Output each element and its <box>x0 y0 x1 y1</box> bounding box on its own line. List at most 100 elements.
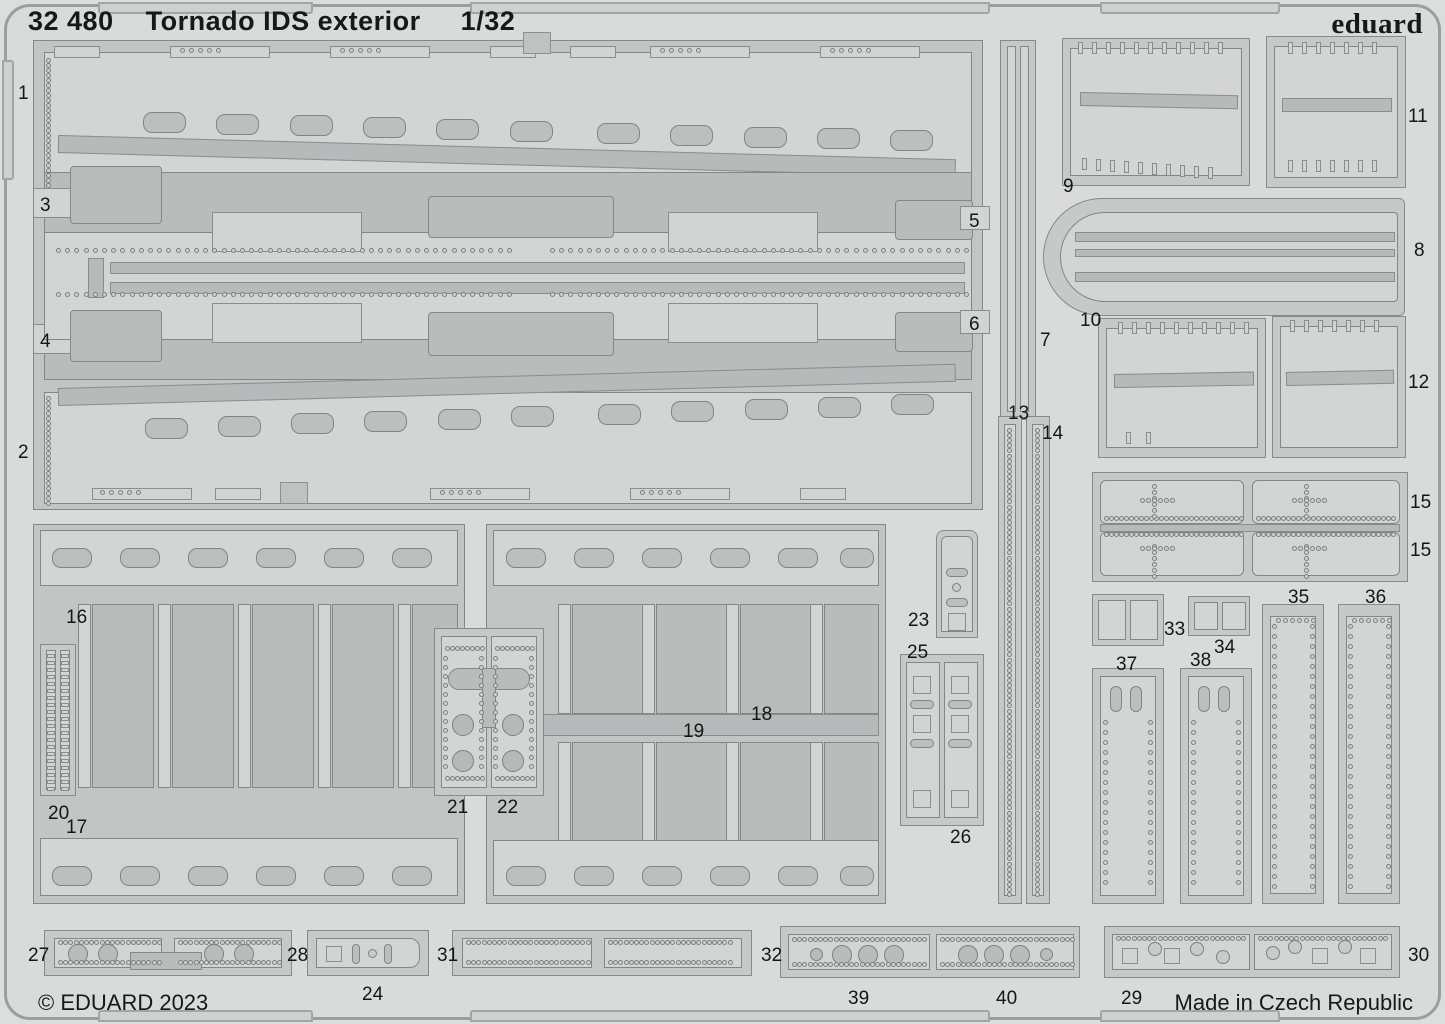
part-13-perforation <box>1007 545 1012 551</box>
part-35-rivet <box>1386 854 1391 859</box>
part-3-rivet <box>138 248 144 253</box>
part-13-perforation <box>1007 519 1012 525</box>
part-3-rivet <box>304 248 310 253</box>
part-27-rivet <box>235 960 241 965</box>
part-13-perforation <box>1007 698 1012 704</box>
part-14-perforation <box>1035 764 1040 770</box>
part-35-rivet <box>1380 618 1385 623</box>
part-2-oval-slot <box>891 394 934 415</box>
part-31-rivet <box>554 960 560 965</box>
part-35-rivet <box>1310 674 1315 679</box>
part-2-edge-tab <box>800 488 846 500</box>
part-27-rivet <box>73 960 79 965</box>
part-21-rivet <box>493 764 498 769</box>
part-1-edge-tab <box>570 46 616 58</box>
frame-notch-left <box>2 60 14 180</box>
part-29-rivet <box>1377 936 1383 941</box>
part-16-hinge <box>318 604 331 788</box>
part-12-panel-right <box>1280 326 1398 448</box>
part-4-rivet <box>120 292 126 297</box>
part-21-rivet <box>479 710 484 715</box>
part-31-rivet <box>518 940 523 945</box>
part-29-rivet <box>1236 870 1241 875</box>
part-35-rivet <box>1348 654 1353 659</box>
edge-tab-rivet <box>180 48 185 53</box>
part-13-perforation <box>1007 871 1012 877</box>
part-14-perforation <box>1035 698 1040 704</box>
part-29-rivet <box>1351 936 1357 941</box>
part-39-rivet <box>906 962 912 967</box>
part-35-rivet <box>1272 664 1277 669</box>
part-31-rivet <box>507 940 513 945</box>
part-15-panel-c <box>1100 532 1244 576</box>
edge-tab-rivet <box>340 48 345 53</box>
part-11-tooth <box>1344 42 1349 54</box>
part-35-rivet <box>1310 814 1315 819</box>
part-3-rivet <box>623 248 629 253</box>
part-2-rivet <box>46 441 51 446</box>
part-31-rivet <box>686 960 691 965</box>
part-3-rivet <box>332 248 337 253</box>
part-3-rivet <box>577 248 583 253</box>
part-35-rivet <box>1290 618 1295 623</box>
part-15-perforation <box>1371 516 1376 521</box>
part-14-perforation <box>1035 443 1040 449</box>
part-3-rivet <box>964 248 969 253</box>
part-27-rivet <box>94 960 100 965</box>
part-21-rivet <box>493 701 498 706</box>
part-35-rivet <box>1348 634 1353 639</box>
part-20-rung <box>61 731 69 735</box>
part-21-rivet <box>530 776 535 781</box>
part-15-perforation <box>1292 498 1297 503</box>
part-21-rivet <box>529 674 534 679</box>
part-29-rivet <box>1148 750 1153 755</box>
part-29-rivet <box>1330 936 1336 941</box>
part-21-rivet <box>443 665 448 670</box>
part-27-rivet <box>130 960 136 965</box>
part-12-tooth <box>1160 322 1165 334</box>
part-2-rivet <box>46 401 51 406</box>
part-13-perforation <box>1007 810 1012 816</box>
part-39-rivet <box>966 962 971 967</box>
part-2-rivet <box>46 476 51 481</box>
part-27-rivet <box>68 940 74 945</box>
part-27-rivet <box>104 960 110 965</box>
part-20-rung <box>47 724 55 728</box>
part-29-rivet <box>1236 840 1241 845</box>
part-29-rivet <box>1103 850 1108 855</box>
part-39-rivet <box>1044 962 1049 967</box>
part-27-rivet <box>256 960 261 965</box>
part-31-rivet <box>722 940 728 945</box>
part-39-rivet <box>1007 962 1013 967</box>
part-16-slat-row <box>40 530 458 586</box>
part-3-rivet <box>835 248 841 253</box>
part-23-slot <box>946 568 968 577</box>
part-4-rivet <box>614 292 620 297</box>
part-15-perforation <box>1276 516 1281 521</box>
part-14-perforation <box>1035 723 1040 729</box>
part-15-perforation <box>1174 516 1179 521</box>
part-29-hole <box>1148 942 1162 956</box>
part-15-perforation <box>1341 516 1346 521</box>
part-3-rivet <box>451 248 457 253</box>
part-35-rivet <box>1310 884 1315 889</box>
part-4-rivet <box>332 292 337 297</box>
edge-tab-rivet <box>358 48 363 53</box>
part-27-rivet <box>261 940 267 945</box>
part-39-rivet <box>1002 962 1008 967</box>
part-3-rivet <box>780 248 785 253</box>
part-39-rivet <box>1059 962 1065 967</box>
part-8-rib-bot <box>1075 272 1395 282</box>
part-35-rivet <box>1348 804 1353 809</box>
part-29-rivet <box>1191 740 1196 745</box>
part-13-perforation <box>1007 606 1012 612</box>
part-13-perforation <box>1007 509 1012 515</box>
part-35-rivet <box>1386 724 1391 729</box>
part-3-rivet <box>559 248 565 253</box>
part-15-perforation <box>1174 532 1179 537</box>
part-11-panel <box>1274 46 1398 178</box>
part-39-rivet <box>906 937 912 942</box>
part-3-rivet <box>56 248 61 253</box>
edge-tab-rivet <box>660 48 665 53</box>
part-29a-web <box>1100 676 1156 896</box>
